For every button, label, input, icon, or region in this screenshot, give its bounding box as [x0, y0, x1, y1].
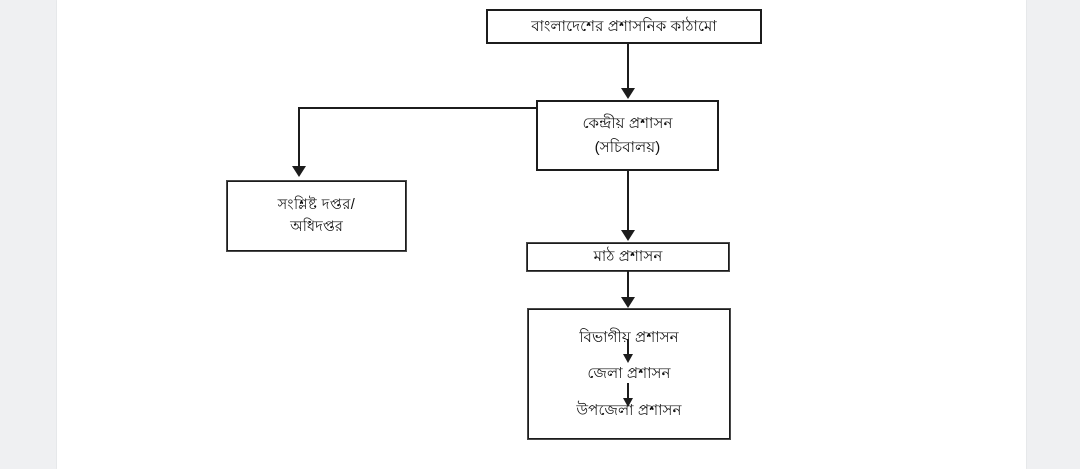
node-district-administration-label: জেলা প্রশাসন: [587, 365, 671, 382]
node-central-label-line2: (সচিবালয়): [594, 138, 661, 156]
arrowhead-down-icon: [621, 230, 635, 241]
connector-line: [627, 271, 629, 298]
arrowhead-down-icon: [623, 398, 633, 407]
connector-line: [627, 171, 629, 231]
node-field-administration: মাঠ প্রশাসন: [526, 242, 730, 272]
node-central-label-line1: কেন্দ্রীয় প্রশাসন: [582, 115, 673, 133]
node-upazila-administration-label: উপজেলা প্রশাসন: [576, 401, 682, 419]
connector-line: [627, 43, 629, 89]
arrowhead-down-icon: [621, 88, 635, 99]
node-administrative-structure: বাংলাদেশের প্রশাসনিক কাঠামো: [486, 9, 762, 44]
arrowhead-down-icon: [292, 166, 306, 177]
node-divisional-administration-label: বিভাগীয় প্রশাসন: [579, 328, 679, 346]
document-page: বাংলাদেশের প্রশাসনিক কাঠামো কেন্দ্রীয় প…: [57, 0, 1026, 469]
arrowhead-down-icon: [623, 354, 633, 363]
connector-line: [627, 383, 629, 399]
node-central-administration: কেন্দ্রীয় প্রশাসন (সচিবালয়): [536, 100, 719, 171]
node-related-offices-directorates: সংশ্লিষ্ট দপ্তর/ অধিদপ্তর: [226, 180, 407, 252]
arrowhead-down-icon: [621, 297, 635, 308]
connector-line-horizontal: [298, 107, 537, 109]
node-offices-label-line1: সংশ্লিষ্ট দপ্তর/: [277, 196, 356, 213]
node-field-administration-tiers: বিভাগীয় প্রশাসন জেলা প্রশাসন উপজেলা প্র…: [527, 308, 731, 440]
connector-line-vertical: [298, 107, 300, 167]
connector-line: [627, 339, 629, 355]
node-root-label: বাংলাদেশের প্রশাসনিক কাঠামো: [531, 17, 717, 35]
node-offices-label-line2: অধিদপ্তর: [290, 219, 343, 235]
node-field-label: মাঠ প্রশাসন: [593, 248, 663, 266]
